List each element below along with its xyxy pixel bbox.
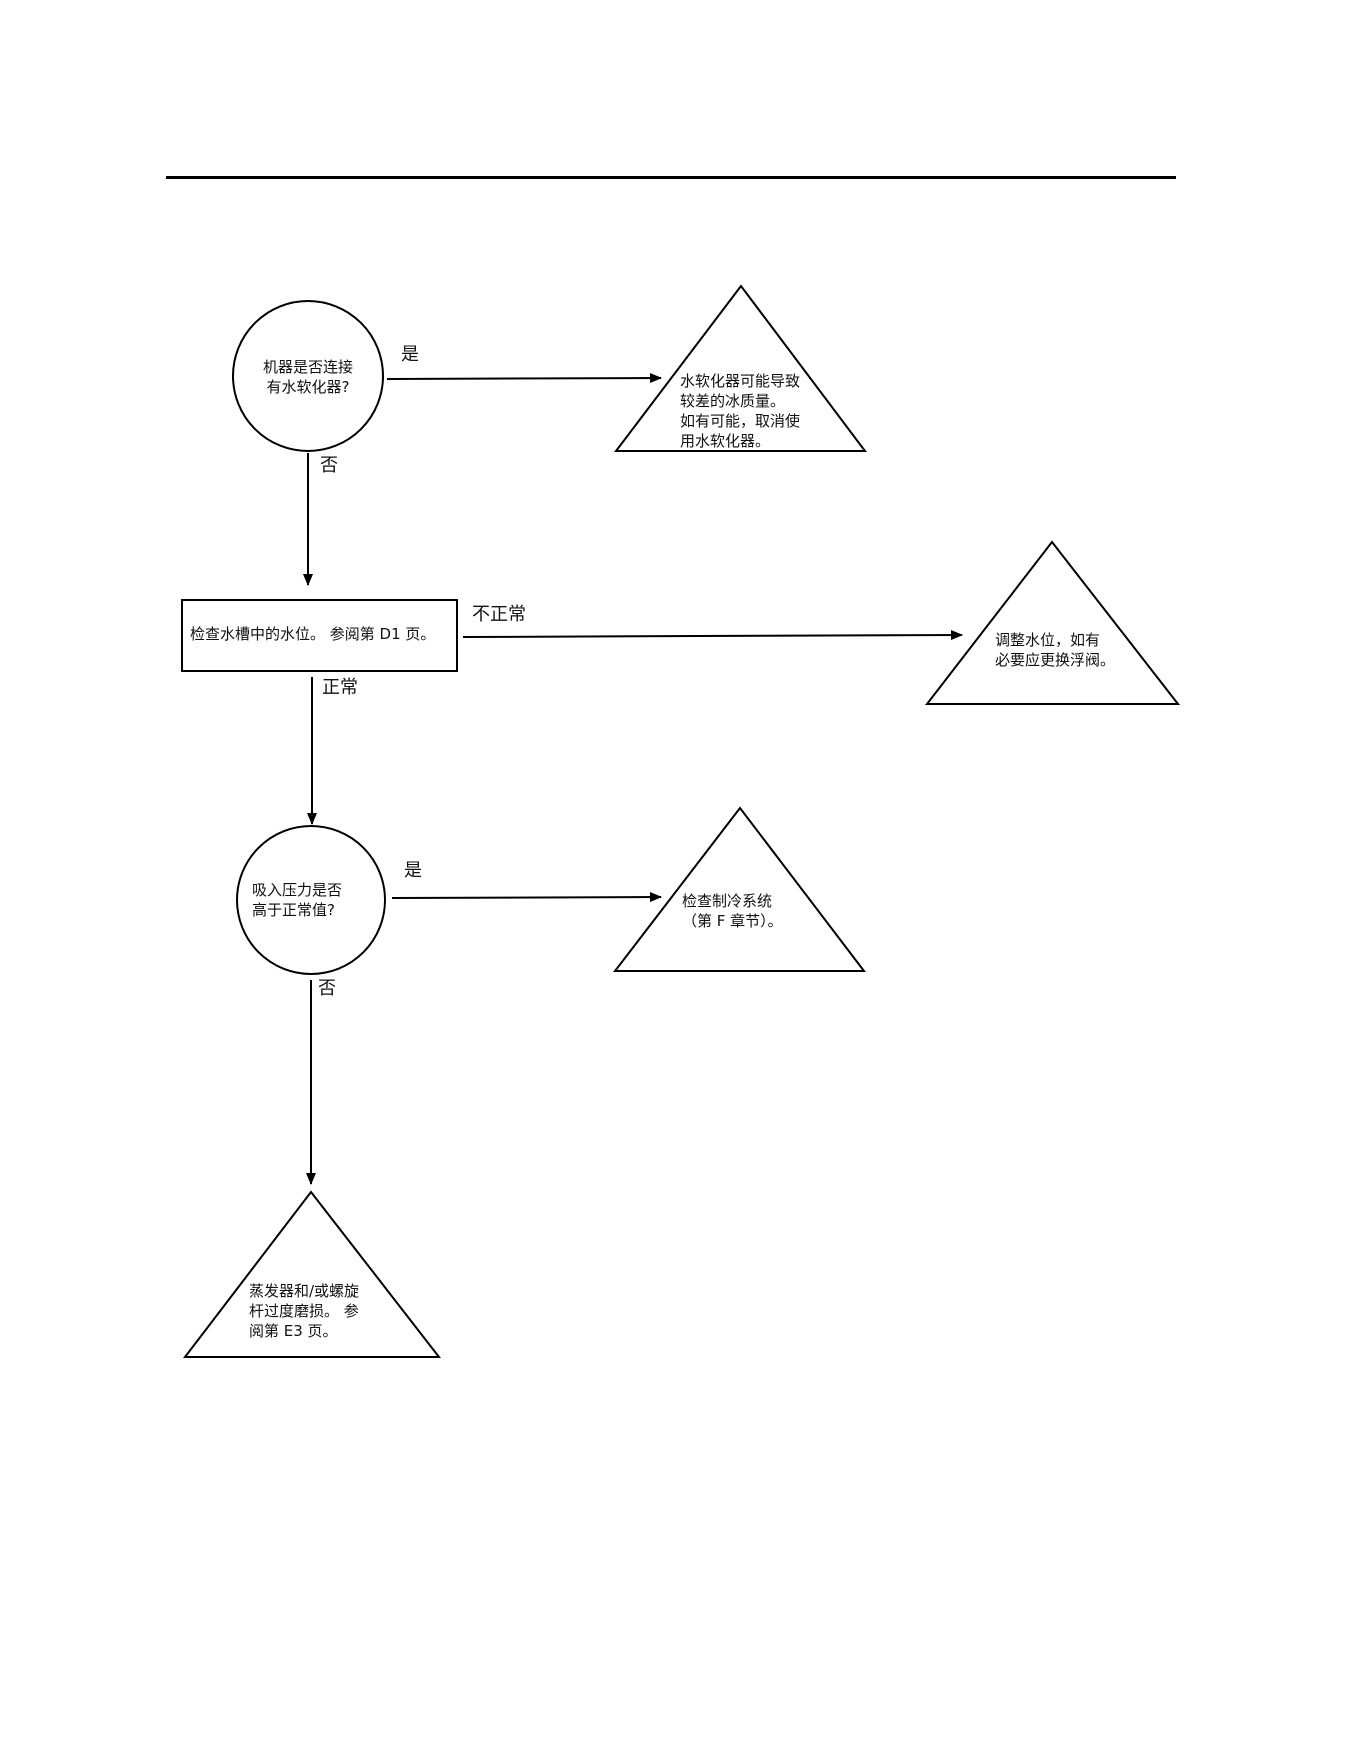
result-wear-text: 蒸发器和/或螺旋 杆过度磨损。 参 阅第 E3 页。 [249, 1281, 379, 1341]
edge-label-yes-softener: 是 [401, 344, 419, 366]
edge-abnormal [463, 635, 962, 637]
edge-label-yes-suction: 是 [404, 860, 422, 882]
edge-label-no-suction: 否 [318, 978, 336, 1000]
edge-label-abnormal: 不正常 [472, 604, 526, 626]
result-water-level [927, 542, 1178, 704]
result-water-level-text: 调整水位，如有 必要应更换浮阀。 [995, 630, 1125, 670]
result-softener-text: 水软化器可能导致 较差的冰质量。 如有可能，取消使 用水软化器。 [680, 371, 830, 451]
result-refrigeration [615, 808, 864, 971]
edge-label-no-softener: 否 [320, 455, 338, 477]
edge-yes-suction [392, 897, 661, 898]
result-refrigeration-text: 检查制冷系统 （第 F 章节）。 [682, 891, 822, 931]
decision-suction-text: 吸入压力是否 高于正常值? [252, 880, 372, 920]
edge-label-normal: 正常 [322, 677, 358, 699]
edge-yes-softener [387, 378, 661, 379]
process-check-water-text: 检查水槽中的水位。 参阅第 D1 页。 [190, 624, 455, 644]
decision-softener-text: 机器是否连接 有水软化器? [240, 357, 376, 397]
